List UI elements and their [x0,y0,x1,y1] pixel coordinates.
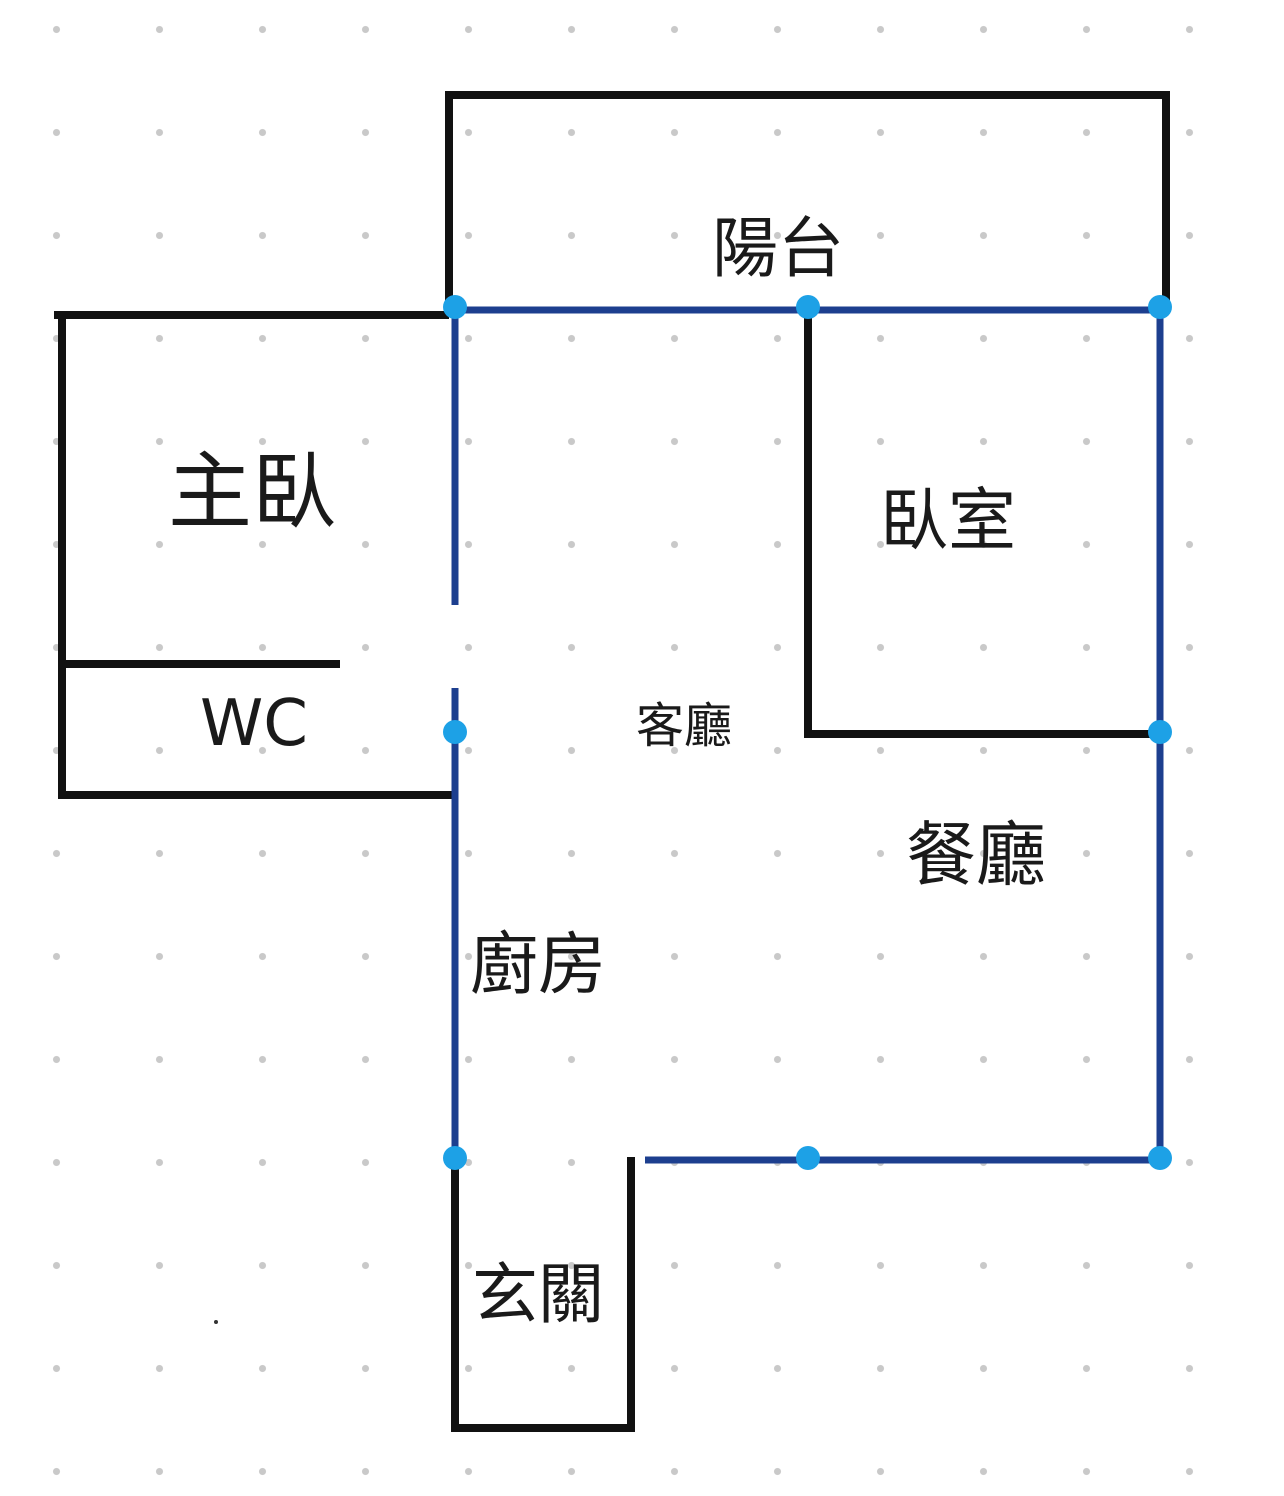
vertex-handles [443,295,1172,1170]
vertex-handle[interactable] [443,720,467,744]
vertex-handle[interactable] [1148,720,1172,744]
wc-label: WC [200,687,308,761]
vertex-handle[interactable] [443,295,467,319]
vertex-handle[interactable] [796,1146,820,1170]
bedroom-label: 臥室 [880,482,1017,561]
vertex-handle[interactable] [796,295,820,319]
living-room-label: 客廳 [636,698,733,754]
entrance-label: 玄關 [472,1256,604,1333]
stray-mark [214,1320,218,1324]
kitchen-label: 廚房 [470,926,607,1005]
vertex-handle[interactable] [443,1146,467,1170]
balcony-label: 陽台 [712,210,844,287]
master-bedroom-label: 主臥 [168,443,337,541]
vertex-handle[interactable] [1148,295,1172,319]
balcony-wall[interactable] [445,91,1170,310]
bedroom-wall[interactable] [804,310,1160,738]
vertex-handle[interactable] [1148,1146,1172,1170]
dining-room-label: 餐廳 [906,814,1046,896]
entrance-wall[interactable] [451,1157,635,1432]
